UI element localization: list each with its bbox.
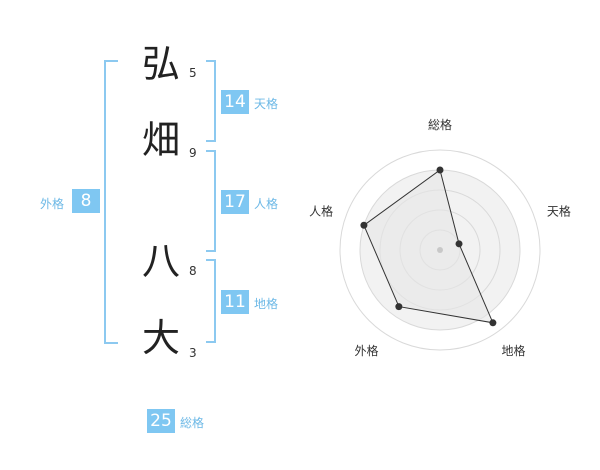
jinkaku-label: 人格 xyxy=(254,197,279,211)
radar-axis-label-3: 地格 xyxy=(501,343,525,358)
radar-point-3 xyxy=(489,319,497,327)
gaikaku-bracket xyxy=(104,60,118,344)
radar-point-4 xyxy=(395,303,403,311)
radar-area xyxy=(363,169,494,324)
radar-axis-label-4: 外格 xyxy=(355,343,379,358)
name-char-3: 八 xyxy=(141,239,180,283)
gaikaku-value: 8 xyxy=(72,189,100,213)
stroke-count-3: 8 xyxy=(189,264,197,278)
tenkaku-bracket xyxy=(206,60,216,142)
radar-point-5 xyxy=(360,221,368,229)
stroke-count-2: 9 xyxy=(189,146,197,160)
radar-axis-label-1: 総格 xyxy=(428,117,452,132)
jinkaku-bracket xyxy=(206,150,216,252)
name-char-1: 弘 xyxy=(141,42,180,86)
jinkaku-value: 17 xyxy=(221,190,249,214)
soukaku-value: 25 xyxy=(147,409,175,433)
chikaku-bracket xyxy=(206,259,216,343)
tenkaku-label: 天格 xyxy=(254,97,279,111)
radar-point-1 xyxy=(436,166,444,174)
radar-axis-label-2: 天格 xyxy=(547,203,571,218)
chikaku-value: 11 xyxy=(221,290,249,314)
gaikaku-label: 外格 xyxy=(40,197,65,211)
tenkaku-value: 14 xyxy=(221,90,249,114)
radar-point-2 xyxy=(455,240,463,248)
name-char-4: 大 xyxy=(141,316,180,360)
radar-axis-label-5: 人格 xyxy=(309,203,333,218)
stroke-count-4: 3 xyxy=(189,346,197,360)
soukaku-label: 総格 xyxy=(180,416,205,430)
radar-center xyxy=(437,247,443,253)
stroke-count-1: 5 xyxy=(189,66,197,80)
chikaku-label: 地格 xyxy=(254,297,279,311)
name-char-2: 畑 xyxy=(141,118,180,162)
